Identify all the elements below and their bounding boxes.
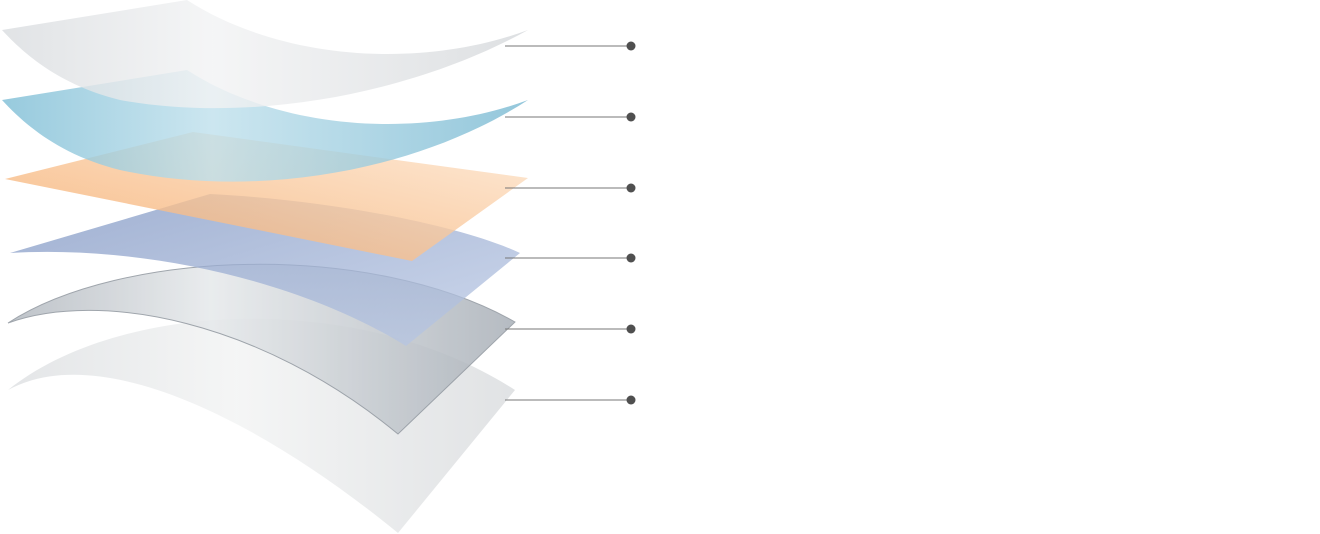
connector-dot (626, 395, 636, 405)
connector-dot (626, 183, 636, 193)
connector-dot (626, 324, 636, 334)
connector-dot (626, 253, 636, 263)
connector-dot (626, 112, 636, 122)
layer-top-sheet (2, 0, 528, 109)
connector-dots (626, 41, 636, 405)
connector-dot (626, 41, 636, 51)
connector-lines (505, 45, 631, 401)
